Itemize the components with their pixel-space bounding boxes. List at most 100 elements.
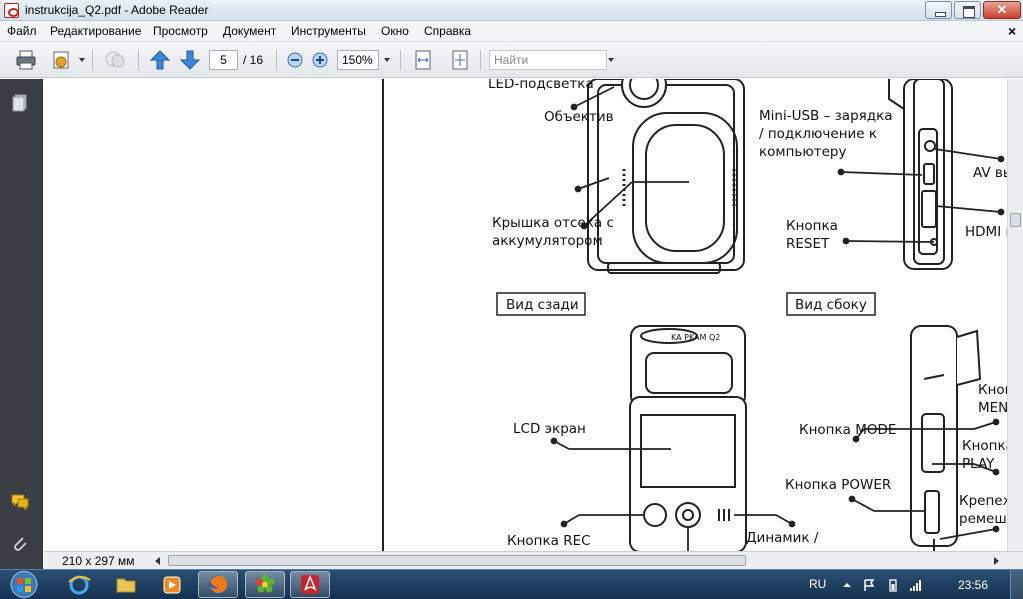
title-bar: instrukcija_Q2.pdf - Adobe Reader ✕ [0,0,1023,21]
label-menu-1: Кнопка [978,382,1007,398]
label-play-1: Кнопка [962,438,1007,454]
label-menu-2: MENU [978,400,1007,416]
rear-view-box [496,292,586,316]
label-speaker: Динамик / [746,530,819,546]
navigation-pane [0,79,43,569]
folder-icon [116,578,136,593]
page-edge [382,79,384,551]
menu-view[interactable]: Просмотр [153,24,208,38]
taskbar-explorer[interactable] [106,571,146,598]
close-document-button[interactable]: × [1008,23,1017,39]
zoom-level-input[interactable]: 150% [337,50,379,70]
menu-help[interactable]: Справка [424,24,472,38]
clock[interactable]: 23:56 [958,578,989,592]
fit-width-icon[interactable] [412,49,434,71]
label-rec: Кнопка REC [507,533,591,549]
camera-rear-drawing [587,79,745,274]
adobe-reader-icon [4,3,19,18]
share-dropdown-icon[interactable] [79,58,85,62]
toolbar: 5 / 16 150% Найти [0,42,1023,78]
comments-panel-icon[interactable] [10,492,30,512]
menu-edit[interactable]: Редактирование [50,24,142,38]
attachments-panel-icon[interactable] [10,534,30,554]
label-hdmi-out: HDMI выход [965,224,1007,240]
menu-file[interactable]: Файл [7,24,37,38]
label-battery-cover-1: Крышка отсека с [492,215,614,231]
minimize-button[interactable] [925,1,952,19]
label-mode: Кнопка MODE [799,422,896,438]
caption-rear-view: Вид сзади [506,297,579,313]
close-button[interactable]: ✕ [983,1,1021,19]
label-led: LED-подсветка [488,79,594,92]
show-desktop-button[interactable] [1010,570,1023,599]
label-reset-2: RESET [786,236,830,252]
label-mini-usb-3: компьютеру [759,144,846,160]
firefox-icon [209,575,228,594]
label-lcd: LCD экран [513,421,586,437]
label-lens: Объектив [544,109,614,125]
taskbar-firefox[interactable] [198,571,238,598]
label-power: Кнопка POWER [785,477,891,493]
adobe-reader-task-icon [301,575,319,594]
label-reset-1: Кнопка [786,218,838,234]
menu-window[interactable]: Окно [381,24,409,38]
next-page-icon[interactable] [179,49,201,71]
scroll-left-icon[interactable] [155,557,160,565]
label-strap-2: ремешка [959,511,1007,527]
label-play-2: PLAY [962,456,995,472]
taskbar-internet-explorer[interactable] [59,571,99,598]
pages-panel-icon[interactable] [10,93,30,113]
label-strap-1: Крепеж для [959,493,1007,509]
language-indicator[interactable]: RU [809,577,827,591]
zoom-dropdown-icon[interactable] [384,58,390,62]
taskbar-adobe-reader[interactable] [290,571,330,598]
status-bar: 210 x 297 мм [44,551,1023,569]
scroll-right-icon[interactable] [994,557,999,565]
page-size-label: 210 x 297 мм [62,554,135,568]
search-input[interactable]: Найти [489,50,607,70]
icq-flower-icon [255,574,275,593]
vertical-scroll-thumb[interactable] [1010,213,1021,227]
label-av-out: AV выход [973,165,1007,181]
label-mini-usb-1: Mini-USB – зарядка [759,108,893,124]
print-icon[interactable] [15,49,37,71]
label-battery-cover-2: аккумулятором [492,233,603,249]
taskbar: RU 23:56 [0,569,1023,599]
battery-icon[interactable] [886,578,900,592]
horizontal-scrollbar[interactable] [152,552,1002,569]
page-total: / 16 [243,53,264,67]
menu-tools[interactable]: Инструменты [291,24,366,38]
fit-page-icon[interactable] [449,49,471,71]
comment-icon[interactable] [104,49,126,71]
menu-bar: Файл Редактирование Просмотр Документ Ин… [0,21,1023,42]
network-signal-icon[interactable] [909,578,923,592]
label-mini-usb-2: / подключение к [759,126,877,142]
camera-side-drawing [888,79,953,270]
search-dropdown-icon[interactable] [608,58,614,62]
action-center-flag-icon[interactable] [862,578,876,592]
zoom-in-icon[interactable] [309,49,331,71]
pdf-page: LED-подсветка Объектив Крышка отсека с а… [488,79,1007,551]
prev-page-icon[interactable] [149,49,171,71]
vertical-scrollbar[interactable] [1007,79,1023,551]
horizontal-scroll-thumb[interactable] [168,555,746,566]
label-brand: KA PKAM Q2 [671,333,720,342]
internet-explorer-icon [68,575,91,595]
maximize-button[interactable] [954,1,981,19]
camera-front-drawing [629,325,747,551]
tray-expand-icon[interactable] [840,578,854,592]
page-number-input[interactable]: 5 [209,50,238,70]
start-button[interactable] [6,570,42,599]
taskbar-media-player[interactable] [152,571,192,598]
leader-lines-top [570,86,1005,245]
document-view[interactable]: LED-подсветка Объектив Крышка отсека с а… [44,79,1007,551]
window-title: instrukcija_Q2.pdf - Adobe Reader [25,3,209,17]
taskbar-icq[interactable] [245,571,285,598]
camera-side-bottom-drawing [910,325,982,551]
caption-side-view: Вид сбоку [795,297,867,313]
zoom-out-icon[interactable] [284,49,306,71]
leader-lines-bottom [550,418,1000,551]
media-player-icon [163,576,181,594]
share-icon[interactable] [51,49,73,71]
menu-document[interactable]: Документ [223,24,277,38]
